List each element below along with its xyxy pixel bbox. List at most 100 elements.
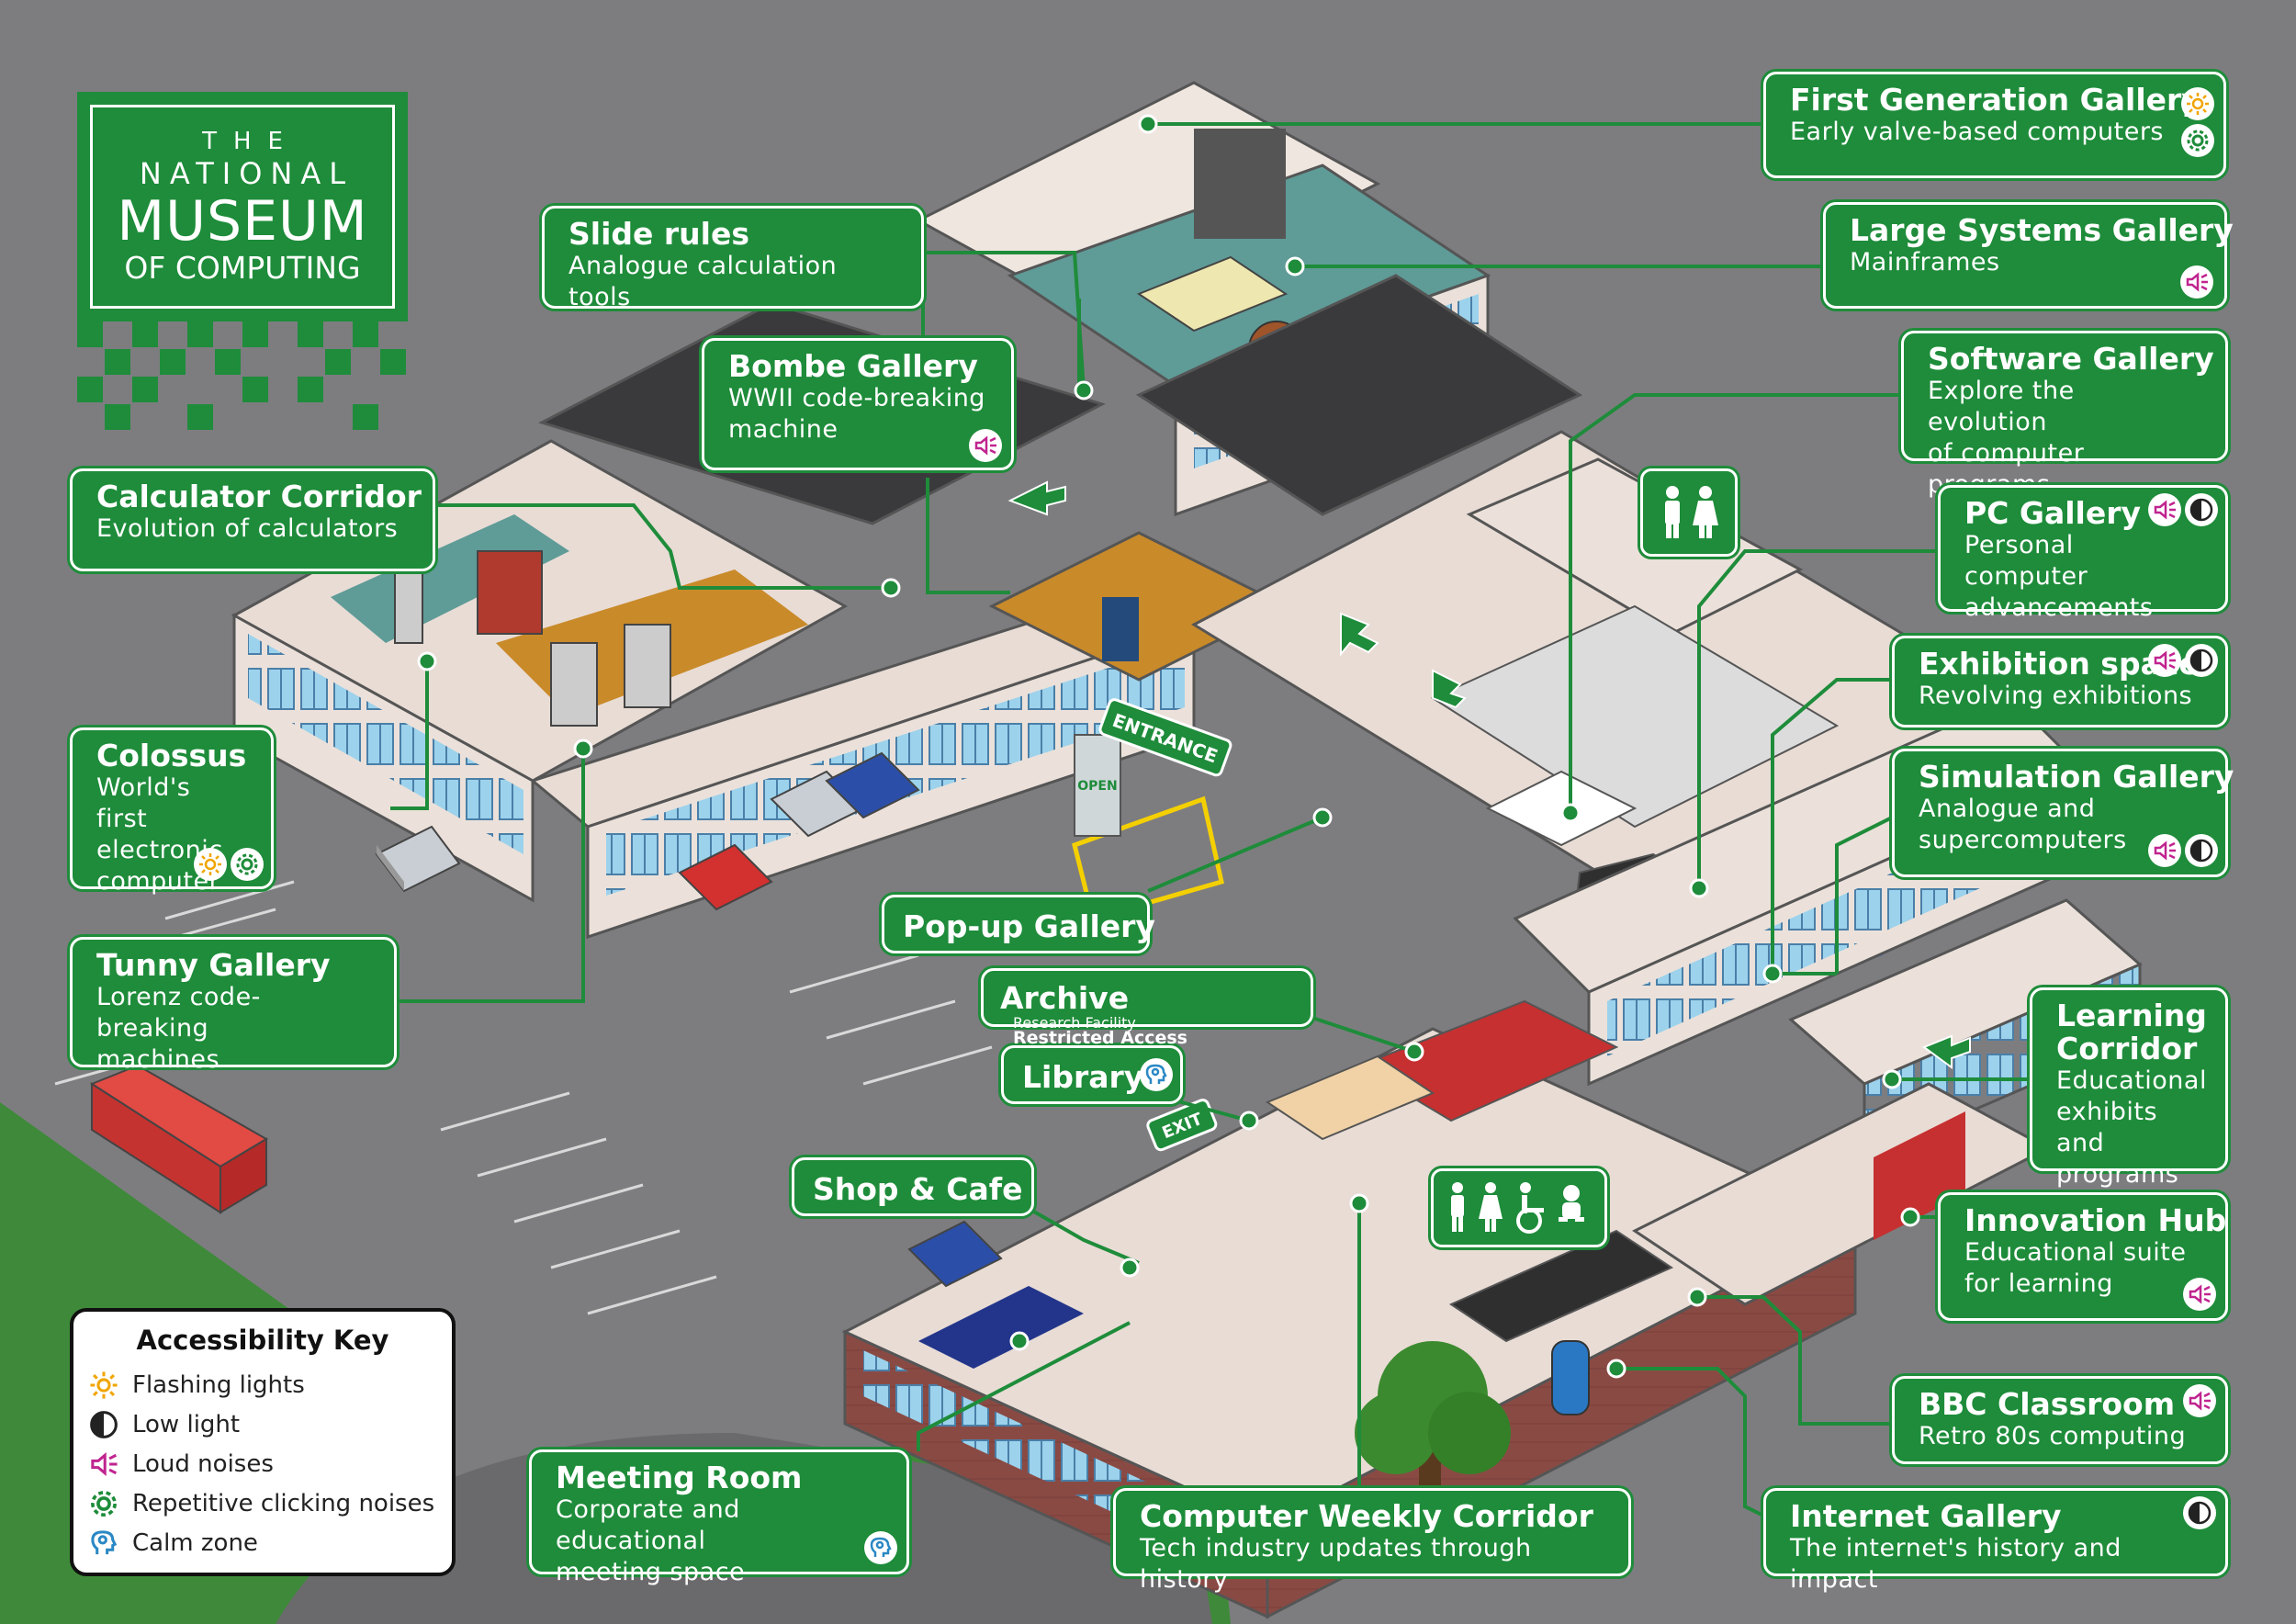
tree: [1355, 1341, 1511, 1497]
learning-subtitle: Educational exhibits and programs: [2056, 1066, 2207, 1189]
bbc-title: BBC Classroom: [1919, 1386, 2176, 1422]
slide-rules-subtitle: Analogue calculation tools: [568, 252, 838, 311]
loud-noises-icon: [2148, 644, 2181, 677]
library-shelves: [1265, 1054, 1435, 1141]
meeting-title: Meeting Room: [556, 1460, 803, 1495]
loud-noises-icon: [2180, 265, 2213, 299]
simulation-subtitle: Analogue and supercomputers: [1919, 795, 2127, 854]
toilets-badge: [1640, 468, 1738, 557]
callout-slide-rules[interactable]: Slide rules Analogue calculation tools: [542, 206, 924, 311]
low-light-icon: [2185, 834, 2218, 867]
accessibility-key: Accessibility Key Flashing lights Low li…: [70, 1308, 456, 1576]
flashing-lights-icon: [90, 1370, 118, 1399]
callout-innovation-hub[interactable]: Innovation Hub Educational suite for lea…: [1938, 1192, 2228, 1321]
archive-note-research: Research Facility: [1013, 1014, 1136, 1032]
learning-title: Learning Corridor: [2056, 998, 2207, 1066]
pc-title: PC Gallery: [1964, 495, 2142, 531]
direction-arrows: [1007, 480, 1971, 1069]
internet-title: Internet Gallery: [1790, 1498, 2062, 1534]
logo-line-the: THE: [202, 128, 299, 155]
calculator-title: Calculator Corridor: [96, 479, 422, 514]
callout-meeting-room[interactable]: Meeting Room Corporate and educational m…: [529, 1449, 909, 1586]
innovation-subtitle: Educational suite for learning: [1964, 1238, 2187, 1298]
callout-internet-gallery[interactable]: Internet Gallery The internet's history …: [1763, 1488, 2228, 1594]
callout-learning-corridor[interactable]: Learning Corridor Educational exhibits a…: [2030, 987, 2228, 1189]
bbc-subtitle: Retro 80s computing: [1919, 1422, 2187, 1450]
first-generation-subtitle: Early valve-based computers: [1790, 118, 2164, 146]
logo-line-computing: OF COMPUTING: [124, 250, 361, 286]
callout-pc-gallery[interactable]: PC Gallery Personal computer advancement…: [1938, 485, 2228, 622]
key-row-calm-zone: Calm zone: [88, 1523, 437, 1562]
key-label-calm-zone: Calm zone: [132, 1528, 258, 1557]
key-row-loud-noises: Loud noises: [88, 1444, 437, 1483]
callout-colossus[interactable]: Colossus World's first electronic comput…: [70, 727, 274, 896]
callout-exhibition-space[interactable]: Exhibition space Revolving exhibitions: [1892, 636, 2228, 727]
key-label-flashing-lights: Flashing lights: [132, 1370, 305, 1399]
calm-zone-icon: [1140, 1058, 1173, 1091]
callout-bbc-classroom[interactable]: BBC Classroom Retro 80s computing: [1892, 1376, 2228, 1464]
callout-software-gallery[interactable]: Software Gallery Explore the evolution o…: [1901, 331, 2228, 499]
key-label-low-light: Low light: [132, 1410, 241, 1438]
toilets-block: [1466, 457, 1804, 636]
flashing-lights-icon: [2181, 87, 2214, 120]
clicking-noises-icon: [231, 848, 264, 881]
key-row-low-light: Low light: [88, 1404, 437, 1444]
simulation-title: Simulation Gallery: [1919, 759, 2234, 795]
bombe-subtitle: WWII code-breaking machine: [728, 384, 985, 444]
callout-shop-cafe[interactable]: Shop & Cafe: [792, 1157, 1034, 1216]
loud-noises-icon: [2183, 1278, 2216, 1311]
open-sign-text: OPEN: [1077, 779, 1117, 794]
open-sign-board: [1074, 734, 1121, 837]
bus: [89, 1064, 268, 1214]
entrance-mat: [1072, 795, 1224, 922]
logo-pixel-pattern: [77, 321, 406, 430]
large-systems-title: Large Systems Gallery: [1850, 212, 2234, 248]
computer-weekly-subtitle: Tech industry updates through history: [1140, 1534, 1532, 1594]
callout-simulation-gallery[interactable]: Simulation Gallery Analogue and supercom…: [1892, 749, 2234, 877]
callout-computer-weekly-corridor[interactable]: Computer Weekly Corridor Tech industry u…: [1113, 1488, 1631, 1594]
calculator-subtitle: Evolution of calculators: [96, 514, 399, 543]
exhibition-subtitle: Revolving exhibitions: [1919, 682, 2193, 710]
callout-tunny-gallery[interactable]: Tunny Gallery Lorenz code-breaking machi…: [70, 937, 397, 1074]
software-title: Software Gallery: [1928, 341, 2214, 377]
loud-noises-icon: [969, 429, 1002, 462]
toilets-icon: [1665, 486, 1718, 538]
museum-logo: THE NATIONAL MUSEUM OF COMPUTING: [77, 92, 408, 321]
callout-large-systems-gallery[interactable]: Large Systems Gallery Mainframes: [1823, 202, 2234, 309]
callout-archive[interactable]: Archive Research Facility Restricted Acc…: [981, 968, 1313, 1047]
pc-subtitle: Personal computer advancements: [1964, 531, 2154, 622]
archive-notes: Research Facility Restricted Access: [1013, 1014, 1187, 1048]
first-generation-title: First Generation Gallery: [1790, 82, 2201, 118]
key-label-clicking-noises: Repetitive clicking noises: [132, 1489, 435, 1517]
tunny-title: Tunny Gallery: [96, 947, 331, 983]
loud-noises-icon: [2148, 834, 2181, 867]
clicking-noises-icon: [91, 1490, 117, 1517]
bombe-title: Bombe Gallery: [728, 348, 978, 384]
large-systems-subtitle: Mainframes: [1850, 248, 2000, 276]
logo-line-museum: MUSEUM: [117, 189, 368, 254]
low-light-icon: [2185, 644, 2218, 677]
parking-lines: [54, 880, 993, 1315]
loud-noises-icon: [91, 1451, 118, 1476]
accessible-toilets-icon: [1451, 1182, 1584, 1234]
dark-roof-middle: [1135, 274, 1583, 516]
valve-racks: [1194, 129, 1286, 239]
computer-weekly-title: Computer Weekly Corridor: [1140, 1498, 1593, 1534]
archive-note-restricted: Restricted Access: [1013, 1028, 1187, 1048]
key-row-flashing-lights: Flashing lights: [88, 1365, 437, 1404]
low-light-icon: [2185, 493, 2218, 526]
callout-calculator-corridor[interactable]: Calculator Corridor Evolution of calcula…: [70, 468, 435, 571]
callout-popup-gallery[interactable]: Pop-up Gallery: [882, 895, 1155, 953]
low-light-icon: [2183, 1496, 2216, 1529]
callout-bombe-gallery[interactable]: Bombe Gallery WWII code-breaking machine: [702, 338, 1014, 470]
callout-first-generation-gallery[interactable]: First Generation Gallery Early valve-bas…: [1763, 72, 2226, 178]
key-label-loud-noises: Loud noises: [132, 1449, 274, 1478]
calm-zone-icon: [864, 1531, 897, 1564]
loud-noises-icon: [2183, 1384, 2216, 1417]
meeting-subtitle: Corporate and educational meeting space: [556, 1495, 746, 1586]
library-title: Library: [1022, 1059, 1144, 1095]
callout-library[interactable]: Library: [1001, 1045, 1183, 1104]
car-silver-left: [375, 825, 461, 893]
internet-gallery-floor: [1448, 1229, 1674, 1343]
